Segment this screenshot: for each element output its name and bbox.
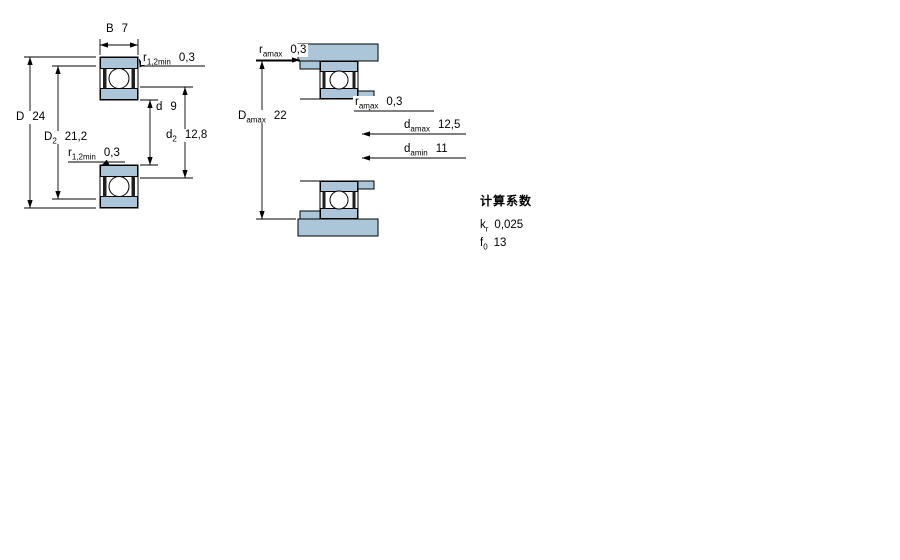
dim-value: 11 — [435, 143, 448, 155]
calculation-factors: 计算系数 kr 0,025 f0 13 — [480, 192, 532, 255]
shaft-shoulder — [357, 180, 375, 190]
dim-symbol: d — [404, 143, 411, 155]
dim-value: 0,3 — [386, 96, 403, 108]
dim-symbol: D — [238, 110, 247, 122]
dim-subscript: 2 — [52, 136, 57, 146]
dim-value: 24 — [32, 111, 46, 123]
dim-value: 21,2 — [64, 131, 88, 143]
dim-ramax-top-label: ramax 0,3 — [257, 44, 309, 59]
dim-value: 0,3 — [290, 44, 307, 56]
dim-damin-label: damin 11 — [404, 143, 448, 158]
dim-value: 9 — [170, 101, 177, 113]
inner-ring — [100, 88, 138, 100]
dim-value: 7 — [121, 23, 129, 35]
dim-ext-B — [99, 39, 139, 55]
outer-ring — [320, 208, 358, 219]
dim-symbol: r — [68, 147, 72, 159]
abutment-drawing — [297, 43, 379, 237]
dim-ramax-mid-label: ramax 0,3 — [353, 96, 405, 111]
factor-subscript: 0 — [483, 242, 488, 252]
dim-value: 0,3 — [103, 147, 120, 159]
right-dimension-lines — [256, 57, 466, 220]
leader-r12-mid — [100, 159, 110, 167]
inner-ring — [100, 165, 138, 177]
factor-symbol: f — [480, 237, 484, 249]
housing-shoulder — [299, 210, 321, 220]
calculation-factors-title: 计算系数 — [480, 194, 533, 208]
dim-r12min-mid-label: r1,2min 0,3 — [66, 147, 122, 162]
seal — [352, 71, 356, 89]
ball — [108, 176, 130, 197]
seal — [103, 68, 107, 89]
calc-factor-row: kr 0,025 — [480, 219, 532, 234]
dim-Damax-label: Damax 22 — [236, 110, 289, 125]
housing-section-bottom — [297, 218, 379, 237]
dim-subscript: 2 — [172, 134, 177, 144]
dim-symbol: d — [156, 101, 163, 113]
housing-shoulder — [299, 60, 321, 70]
seal — [322, 191, 326, 209]
calc-factor-row: f0 13 — [480, 237, 532, 252]
factor-value: 0,025 — [494, 219, 524, 231]
dim-ext-D — [24, 56, 96, 209]
dim-subscript: amax — [410, 124, 430, 134]
outer-ring — [100, 57, 138, 69]
shaft-surface — [300, 98, 320, 182]
dim-subscript: 1,2min — [146, 57, 171, 67]
dim-subscript: amax — [262, 49, 283, 59]
dim-symbol: r — [355, 96, 359, 108]
seal — [103, 177, 107, 197]
dim-value: 0,3 — [178, 52, 195, 64]
ball — [329, 190, 349, 210]
dim-subscript: amin — [410, 148, 428, 158]
outer-ring — [100, 196, 138, 208]
ball — [329, 70, 349, 90]
dim-subscript: amax — [358, 101, 379, 111]
leader-r12-top — [138, 58, 205, 68]
dim-symbol: d — [404, 119, 411, 131]
factor-symbol: k — [480, 219, 486, 231]
seal — [352, 191, 356, 209]
dim-symbol: D — [16, 111, 25, 123]
dim-D-label: D 24 — [14, 111, 48, 125]
factor-value: 13 — [493, 237, 507, 249]
dim-symbol: d — [166, 129, 173, 141]
dim-D2-label: D2 21,2 — [42, 131, 90, 146]
dim-subscript: amax — [246, 115, 266, 125]
dim-subscript: 1,2min — [71, 152, 96, 162]
dim-value: 12,5 — [437, 119, 461, 131]
seal — [131, 68, 135, 89]
dim-symbol: B — [106, 23, 114, 35]
dim-damax-label: damax 12,5 — [404, 119, 461, 134]
bearing-cross-section-drawing — [99, 56, 139, 209]
dim-symbol: D — [44, 131, 53, 143]
factor-subscript: r — [485, 224, 489, 234]
ball — [108, 68, 130, 89]
housing-section-top — [297, 43, 379, 62]
dim-r12min-top-label: r1,2min 0,3 — [141, 52, 197, 67]
seal — [131, 177, 135, 197]
left-dimension-lines — [24, 39, 205, 209]
inner-ring — [320, 181, 358, 192]
outer-ring — [320, 61, 358, 72]
dim-d2-label: d2 12,8 — [164, 129, 210, 144]
dim-value: 22 — [273, 110, 287, 122]
inner-ring — [320, 88, 358, 99]
dim-value: 12,8 — [184, 129, 208, 141]
dim-symbol: r — [259, 44, 263, 56]
seal — [322, 71, 326, 89]
dim-symbol: r — [143, 52, 147, 64]
